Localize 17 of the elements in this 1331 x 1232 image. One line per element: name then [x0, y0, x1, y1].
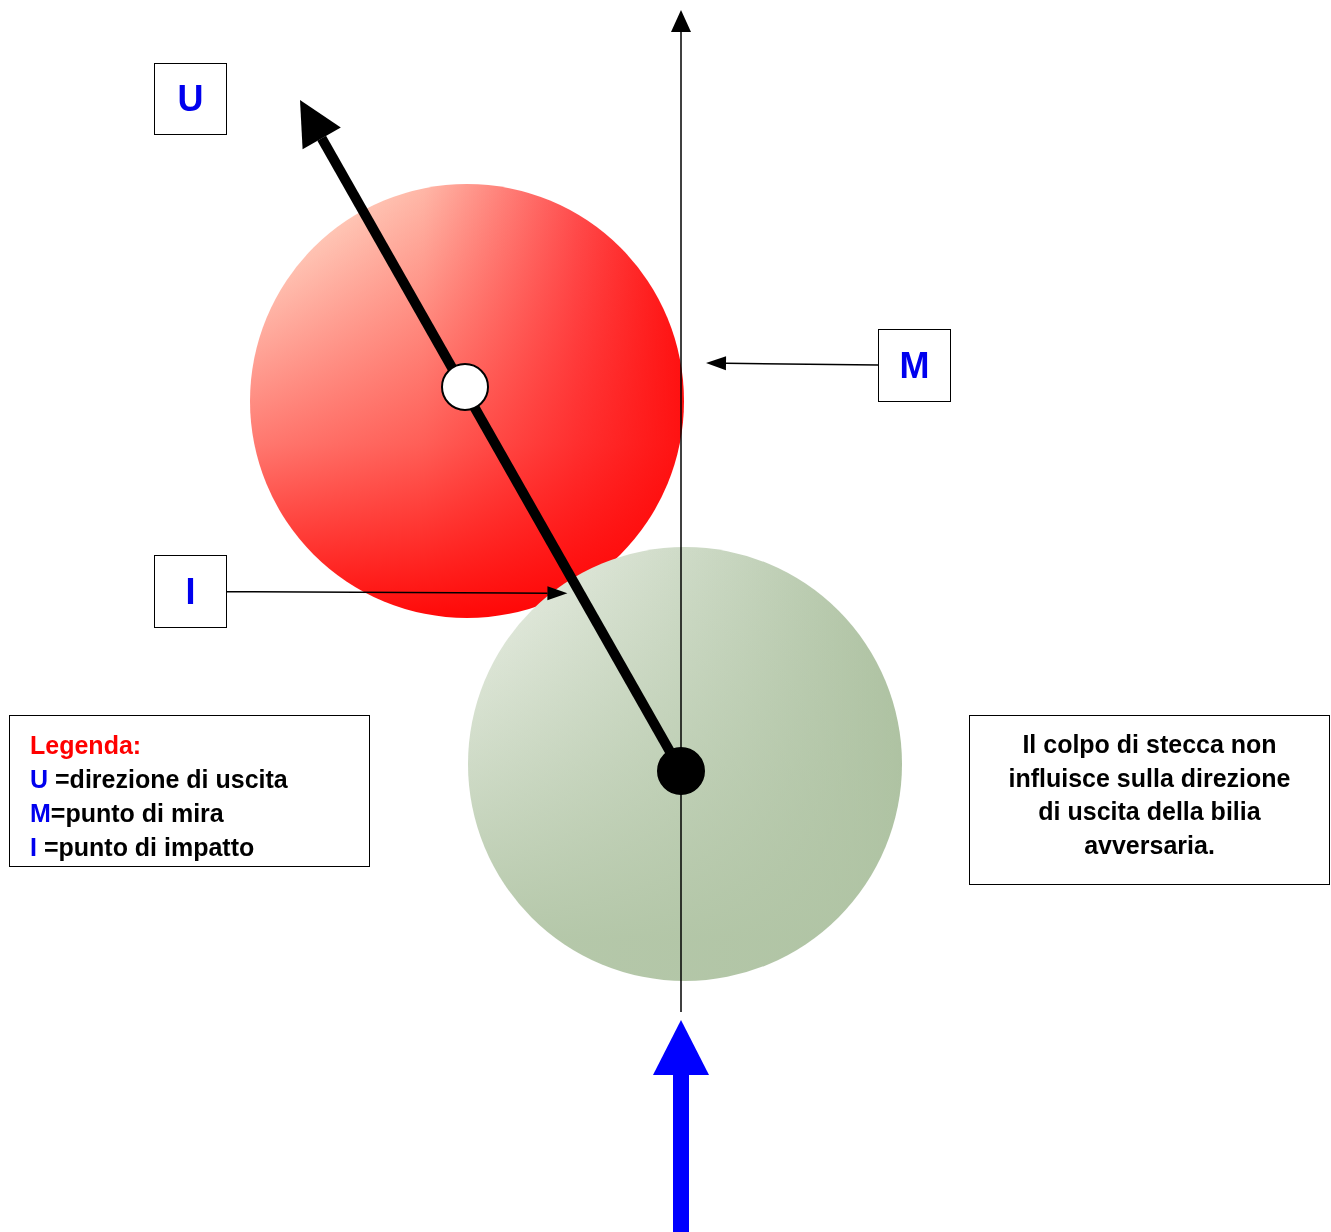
legend-entry: M=punto di mira — [30, 798, 225, 829]
label-letter: M — [899, 344, 930, 387]
legend-box — [9, 715, 370, 867]
note-text: Il colpo di stecca non influisce sulla direzione di uscita della bilia avversaria. — [1007, 729, 1292, 861]
legend-entry: I =punto di impatto — [30, 832, 256, 863]
leader-arrow — [706, 356, 879, 371]
label-box — [154, 555, 227, 628]
label-letter: I — [185, 570, 196, 613]
label-box — [154, 63, 227, 135]
ball-center-dot — [441, 363, 489, 411]
legend-entry: U =direzione di uscita — [30, 764, 289, 795]
label-box — [878, 329, 951, 402]
legend-heading: Legenda: — [30, 730, 143, 761]
cue-center-dot — [657, 747, 705, 795]
label-letter: U — [177, 78, 204, 120]
leader-arrow — [226, 586, 568, 601]
note-box — [969, 715, 1330, 885]
